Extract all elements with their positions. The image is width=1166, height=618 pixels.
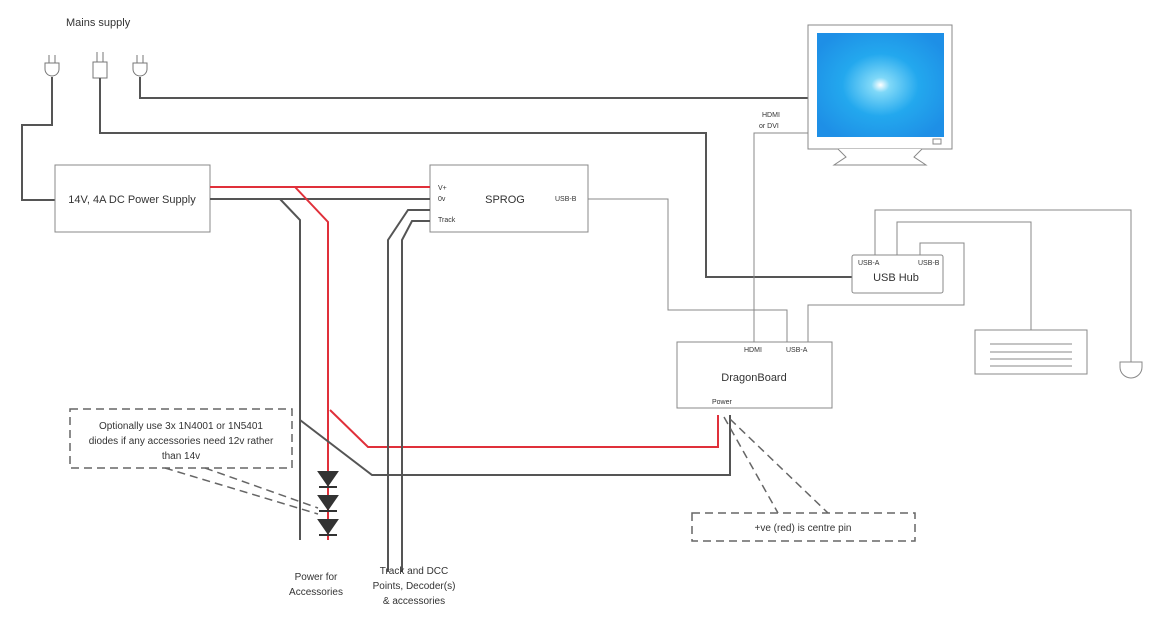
hdmi-cable-label: HDMI <box>762 112 780 119</box>
accessory-power-label: Accessories <box>289 587 343 598</box>
mains-wire-psu <box>21 77 55 201</box>
hdmi-cable <box>753 132 808 342</box>
dragonboard-usb-a-label: USB-A <box>786 347 808 354</box>
track-wire-2 <box>401 220 430 572</box>
diode-note-line: than 14v <box>162 451 200 462</box>
diode-note-box <box>69 408 293 469</box>
power-supply-label: 14V, 4A DC Power Supply <box>68 194 196 206</box>
sprog-label: SPROG <box>485 194 525 206</box>
sprog-box <box>429 164 589 233</box>
dragonboard-power-label: Power <box>712 399 733 406</box>
dragonboard-label: DragonBoard <box>721 372 786 384</box>
monitor-icon <box>807 24 953 166</box>
usb-hub-label: USB Hub <box>873 272 919 284</box>
plug-icon <box>44 55 60 77</box>
usb-hub-port-b-label: USB-B <box>918 260 940 267</box>
diode-note-leader <box>164 467 319 515</box>
accessory-positive-wire <box>294 186 329 540</box>
track-output-label: Points, Decoder(s) <box>373 581 456 592</box>
sprog-vplus-label: V+ <box>438 185 447 192</box>
dragonboard-zero-volt-wire <box>299 415 731 476</box>
plug-icon <box>132 55 148 77</box>
accessory-power-label: Power for <box>295 572 338 583</box>
dragonboard-box <box>676 341 833 409</box>
keyboard-icon <box>974 329 1088 375</box>
usb-hub-port-a-label: USB-A <box>858 260 880 267</box>
accessory-zero-volt-wire <box>279 198 301 540</box>
sprog-0v-label: 0v <box>438 196 446 203</box>
mains-wire-monitor <box>139 77 808 99</box>
dvi-cable-label: or DVI <box>759 123 779 130</box>
pin-note-label: +ve (red) is centre pin <box>755 523 852 534</box>
mouse-cable <box>874 209 1132 362</box>
mains-supply-label: Mains supply <box>66 17 131 29</box>
track-output-label: Track and DCC <box>380 566 449 577</box>
mouse-icon <box>1119 361 1143 379</box>
pin-note-box <box>691 512 916 542</box>
sprog-usb-b-label: USB-B <box>555 196 577 203</box>
dragonboard-hdmi-label: HDMI <box>744 347 762 354</box>
power-supply-box <box>54 164 211 233</box>
pin-note-leader <box>723 416 829 514</box>
plug-icon <box>92 52 108 79</box>
diode-icon <box>317 471 339 536</box>
diode-note-line: Optionally use 3x 1N4001 or 1N5401 <box>99 421 263 432</box>
dragonboard-positive-wire <box>329 409 719 448</box>
sprog-usb-cable <box>588 198 788 342</box>
track-output-label: & accessories <box>383 596 445 607</box>
usb-hub-box <box>851 254 944 294</box>
mains-wire-usb-hub <box>99 78 852 278</box>
diode-note-line: diodes if any accessories need 12v rathe… <box>89 436 274 447</box>
hub-usb-cable <box>807 242 965 342</box>
track-wire-1 <box>387 209 430 572</box>
keyboard-cable <box>896 221 1032 330</box>
sprog-track-label: Track <box>438 217 456 224</box>
